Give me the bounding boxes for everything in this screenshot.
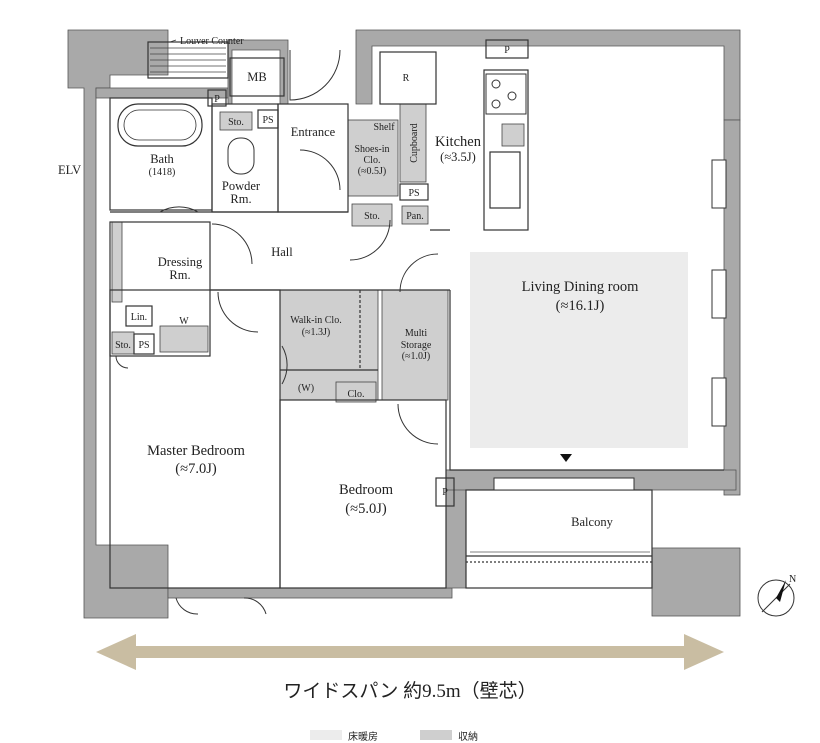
cupboard-label: Cupboard	[409, 123, 420, 162]
double-arrow-icon	[96, 634, 724, 670]
clo-walkin	[335, 381, 377, 403]
kitchen-name: Kitchen	[435, 134, 482, 150]
shoes-name: Shoes-in	[355, 144, 390, 155]
left-wall	[67, 29, 169, 619]
multi-storage	[381, 289, 449, 401]
ldk-name: Living Dining room	[522, 279, 640, 295]
mb-label: MB	[247, 70, 266, 84]
legend-swatch-storage	[420, 730, 452, 740]
pan-label: Pan.	[406, 211, 424, 222]
ps-kitchen-label: PS	[408, 188, 419, 199]
pan-kitchen	[401, 205, 429, 225]
burner-icon	[491, 79, 501, 89]
windows	[493, 159, 727, 491]
louver-label: Louver Counter	[180, 36, 244, 47]
sto-powder-label: Sto.	[228, 117, 244, 128]
bathtub-inner	[123, 109, 197, 141]
dressing-name-2: Rm.	[169, 268, 190, 282]
walls	[67, 29, 741, 619]
compass-arrow-icon	[776, 580, 786, 602]
dressing-name: Dressing	[158, 255, 203, 269]
ps-dressing-label: PS	[138, 340, 149, 351]
bathtub	[117, 103, 203, 147]
louver-leader	[169, 39, 177, 43]
legend: 床暖房 収納	[310, 730, 478, 743]
view-marker-icon	[560, 454, 572, 462]
sto-dressing-label: Sto.	[115, 340, 131, 351]
small-labels: Louver Counter MB P P PS Sto. PS Sto. Li…	[58, 36, 510, 498]
burner-icon	[507, 91, 517, 101]
bath-name: Bath	[150, 152, 174, 166]
compass-icon	[757, 579, 795, 617]
span-label: ワイドスパン 約9.5m（壁芯）	[283, 680, 536, 702]
kitchen-counter-block	[501, 123, 525, 147]
walkin-size: (≈1.3J)	[302, 327, 331, 338]
north-compass: N	[757, 574, 796, 617]
entrance-label: Entrance	[291, 125, 336, 139]
legend-label-storage: 収納	[458, 730, 478, 743]
washer-area	[159, 325, 209, 353]
burner-icon	[491, 99, 501, 109]
span-arrow	[96, 634, 724, 670]
powder-name: Powder	[222, 179, 261, 193]
north-label: N	[789, 574, 796, 585]
top-right-wall	[355, 29, 741, 121]
multi-name-2: Storage	[401, 340, 432, 351]
louver-slats	[150, 47, 226, 73]
legend-swatch-floor-heating	[310, 730, 342, 740]
p-top-label: P	[504, 45, 510, 56]
bath-size: (1418)	[149, 167, 176, 178]
bedroom-name: Bedroom	[339, 482, 394, 498]
cupboard	[399, 103, 427, 183]
master-size: (≈7.0J)	[175, 461, 217, 477]
sto-hall	[351, 203, 393, 227]
balcony-label: Balcony	[571, 515, 613, 529]
storage-areas	[111, 103, 525, 403]
w-dressing-label: W	[179, 316, 189, 327]
hall-label: Hall	[271, 245, 293, 259]
lin-label: Lin.	[131, 312, 147, 323]
shoes-name-2: Clo.	[364, 155, 381, 166]
r-label: R	[403, 73, 410, 84]
ldk-size: (≈16.1J)	[556, 298, 605, 314]
powder-name-2: Rm.	[230, 192, 251, 206]
sto-hall-label: Sto.	[364, 211, 380, 222]
sto-powder	[219, 111, 253, 131]
multi-size: (≈1.0J)	[402, 351, 431, 362]
p-bedroom-label: P	[442, 487, 448, 498]
doors	[115, 49, 439, 615]
bedroom-size: (≈5.0J)	[345, 501, 387, 517]
walkin-name: Walk-in Clo.	[290, 315, 341, 326]
ps-bath-label: PS	[262, 115, 273, 126]
interior-walls	[109, 39, 724, 589]
w-walkin-label: (W)	[298, 383, 314, 394]
multi-name: Multi	[405, 328, 427, 339]
shelf-label: Shelf	[373, 122, 395, 133]
legend-label-floor-heating: 床暖房	[348, 730, 378, 743]
shoes-size: (≈0.5J)	[358, 166, 387, 177]
toilet	[227, 137, 255, 175]
kitchen-size: (≈3.5J)	[440, 150, 476, 164]
stove	[485, 73, 527, 115]
clo-label: Clo.	[348, 389, 365, 400]
balcony-pillar	[651, 547, 741, 617]
master-name: Master Bedroom	[147, 443, 246, 459]
floor-heating-ldk	[470, 252, 688, 448]
elv-label: ELV	[58, 163, 81, 177]
room-labels: Living Dining room (≈16.1J) Kitchen (≈3.…	[147, 125, 639, 529]
p-bath-label: P	[214, 94, 220, 105]
bottom-wall	[167, 587, 453, 599]
